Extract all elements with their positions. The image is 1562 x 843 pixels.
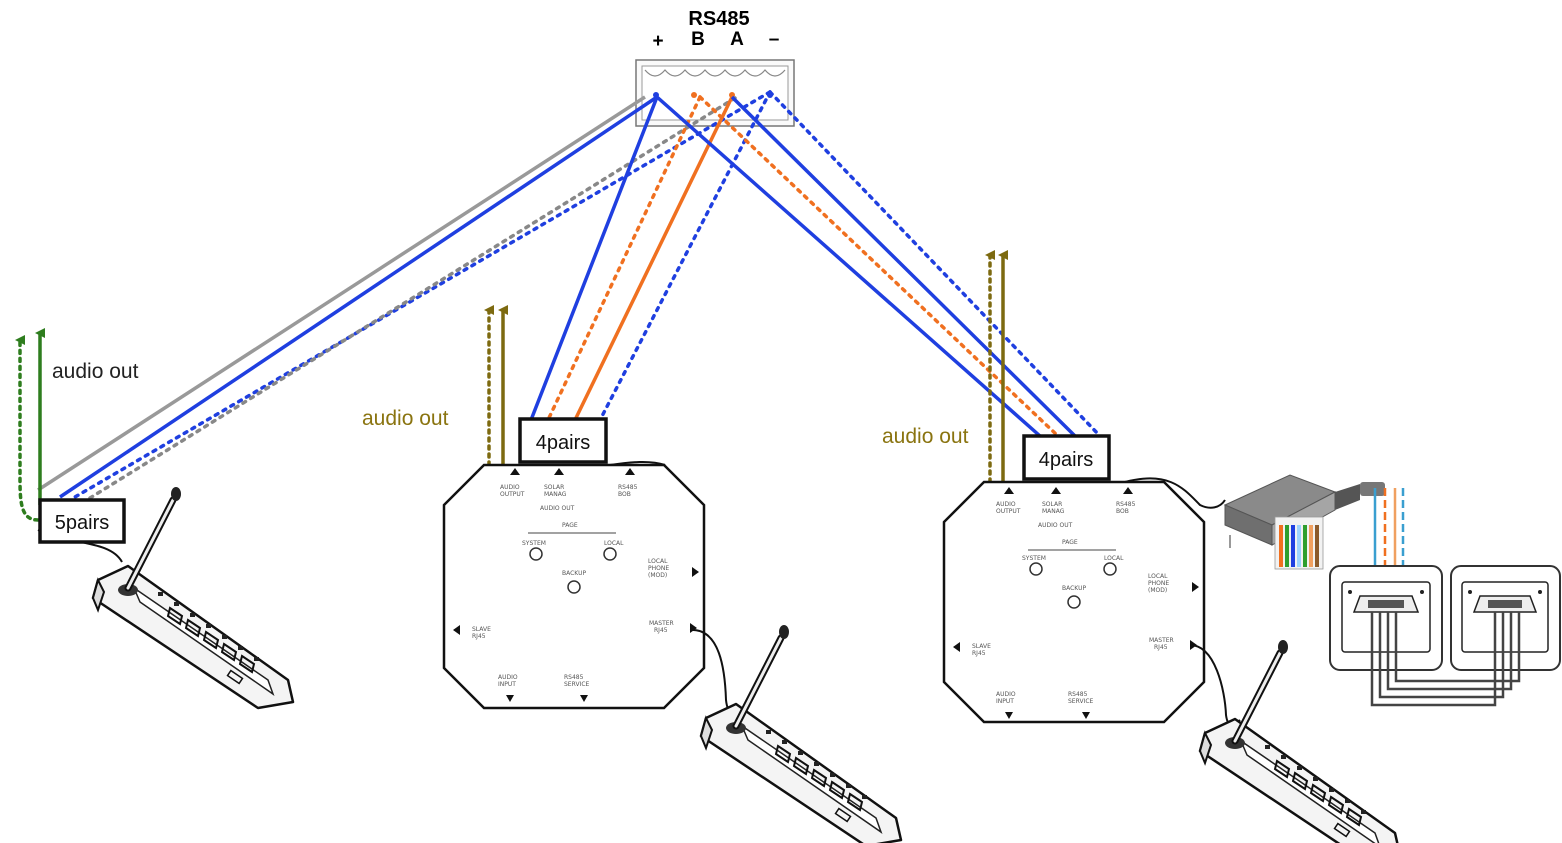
svg-text:SYSTEM: SYSTEM bbox=[1022, 555, 1046, 562]
svg-text:RS485: RS485 bbox=[1068, 691, 1088, 698]
pairs-box-station-1: 5pairs bbox=[38, 498, 126, 544]
svg-text:BOB: BOB bbox=[1116, 508, 1129, 515]
pairs-box-station-3: 4pairs bbox=[1022, 434, 1111, 481]
audio-out-label-1: audio out bbox=[52, 360, 139, 383]
terminal-b-label: B bbox=[691, 29, 705, 50]
audio-out-arrows-station-2 bbox=[484, 305, 508, 467]
svg-text:AUDIO: AUDIO bbox=[500, 484, 520, 491]
svg-text:RS485: RS485 bbox=[618, 484, 638, 491]
wires-station-1 bbox=[37, 90, 772, 500]
audio-out-arrows-station-3 bbox=[985, 250, 1008, 484]
svg-text:AUDIO: AUDIO bbox=[996, 691, 1016, 698]
pairs-label-3: 4pairs bbox=[1039, 449, 1093, 471]
svg-text:LOCAL: LOCAL bbox=[1148, 573, 1168, 580]
svg-text:BOB: BOB bbox=[618, 491, 631, 498]
audio-out-arrows-station-1 bbox=[15, 328, 45, 522]
audio-out-label-2: audio out bbox=[362, 407, 449, 430]
svg-text:LOCAL: LOCAL bbox=[1104, 555, 1124, 562]
svg-text:SOLAR: SOLAR bbox=[544, 484, 564, 491]
svg-text:AUDIO: AUDIO bbox=[498, 674, 518, 681]
svg-text:PAGE: PAGE bbox=[1062, 539, 1078, 546]
wall-socket-icon bbox=[1329, 565, 1443, 671]
svg-text:(MOD): (MOD) bbox=[648, 572, 667, 579]
svg-text:(MOD): (MOD) bbox=[1148, 587, 1167, 594]
rs485-title: RS485 bbox=[688, 8, 749, 30]
svg-text:MASTER: MASTER bbox=[649, 620, 674, 627]
wall-socket-icon bbox=[1450, 565, 1561, 671]
svg-text:PHONE: PHONE bbox=[648, 565, 669, 572]
svg-text:AUDIO: AUDIO bbox=[996, 501, 1016, 508]
microphone-console-icon bbox=[701, 625, 901, 843]
svg-text:SERVICE: SERVICE bbox=[1068, 698, 1094, 705]
svg-text:LOCAL: LOCAL bbox=[648, 558, 668, 565]
svg-text:SERVICE: SERVICE bbox=[564, 681, 590, 688]
pairs-label-2: 4pairs bbox=[536, 432, 590, 454]
socket-interconnect-wires bbox=[1370, 612, 1521, 707]
svg-text:SLAVE: SLAVE bbox=[472, 626, 491, 633]
svg-text:MANAG: MANAG bbox=[1042, 508, 1065, 515]
svg-text:LOCAL: LOCAL bbox=[604, 540, 624, 547]
pairs-label-1: 5pairs bbox=[55, 512, 109, 534]
svg-text:OUTPUT: OUTPUT bbox=[996, 508, 1021, 515]
svg-text:MASTER: MASTER bbox=[1149, 637, 1174, 644]
svg-text:BACKUP: BACKUP bbox=[562, 570, 586, 577]
svg-text:SLAVE: SLAVE bbox=[972, 643, 991, 650]
svg-text:PHONE: PHONE bbox=[1148, 580, 1169, 587]
svg-text:BACKUP: BACKUP bbox=[1062, 585, 1086, 592]
svg-text:OUTPUT: OUTPUT bbox=[500, 491, 525, 498]
terminal-minus-label: – bbox=[769, 29, 780, 50]
rj45-connector-icon bbox=[1223, 474, 1385, 570]
wires-station-2 bbox=[529, 90, 772, 422]
terminal-plus-label: + bbox=[652, 31, 663, 52]
audio-out-label-3: audio out bbox=[882, 425, 969, 448]
svg-text:AUDIO OUT: AUDIO OUT bbox=[540, 505, 575, 512]
svg-text:AUDIO OUT: AUDIO OUT bbox=[1038, 522, 1073, 529]
svg-text:RJ45: RJ45 bbox=[654, 627, 668, 634]
svg-text:RJ45: RJ45 bbox=[1154, 644, 1168, 651]
svg-text:MANAG: MANAG bbox=[544, 491, 567, 498]
svg-text:RS485: RS485 bbox=[1116, 501, 1136, 508]
svg-text:INPUT: INPUT bbox=[996, 698, 1014, 705]
pairs-box-station-2: 4pairs bbox=[518, 417, 608, 464]
svg-text:PAGE: PAGE bbox=[562, 522, 578, 529]
svg-text:INPUT: INPUT bbox=[498, 681, 516, 688]
svg-text:SOLAR: SOLAR bbox=[1042, 501, 1062, 508]
svg-text:RJ45: RJ45 bbox=[472, 633, 486, 640]
terminal-a-label: A bbox=[730, 29, 744, 50]
svg-text:RS485: RS485 bbox=[564, 674, 584, 681]
svg-text:SYSTEM: SYSTEM bbox=[522, 540, 546, 547]
wires-station-3 bbox=[655, 90, 1102, 438]
svg-text:RJ45: RJ45 bbox=[972, 650, 986, 657]
